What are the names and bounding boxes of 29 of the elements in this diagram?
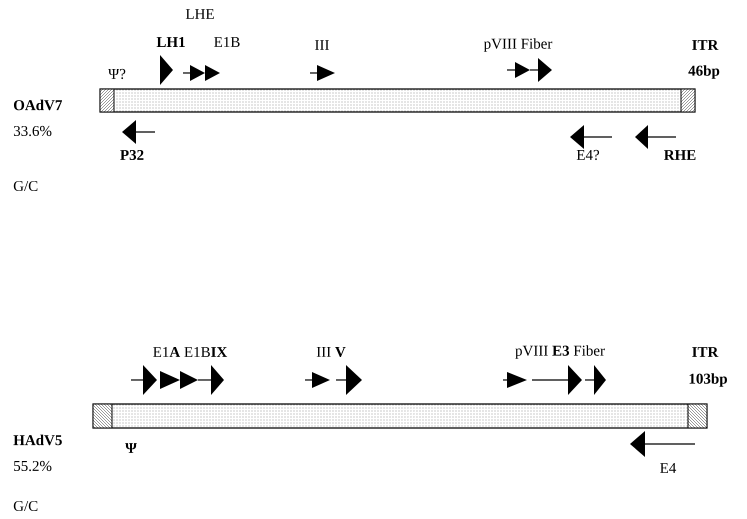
gene-label: III V (316, 346, 346, 357)
gene-label: 33.6% (14, 126, 52, 136)
gene-label: P32 (120, 150, 144, 160)
gene-label: HAdV5 (13, 434, 62, 446)
gene-label: 103bp (690, 373, 727, 387)
gene-label: RHE (664, 150, 696, 160)
gene-label: G/C (14, 180, 38, 192)
gene-label: Ψ (125, 443, 137, 453)
gene-label: III (315, 40, 329, 50)
gene-label: pVIII E3 Fiber (515, 345, 605, 359)
gene-label: OAdV7 (14, 100, 62, 110)
gene-label: 46bp (688, 65, 720, 79)
genome-bar (92, 403, 112, 428)
gene-label: ITR (692, 40, 718, 50)
gene-label: ITR (692, 347, 718, 357)
gene-label: E1A E1BIX (153, 347, 228, 357)
genome-bar (688, 403, 708, 428)
gene-label: LHE (186, 9, 214, 19)
genome-bar (100, 88, 114, 112)
gene-label: pVIII Fiber (484, 38, 552, 52)
gene-label: G/C (14, 500, 38, 512)
genome-bar (92, 403, 708, 429)
gene-label: LH1 (156, 37, 185, 47)
gene-label: E4 (660, 463, 676, 473)
gene-label: 55.2% (14, 460, 52, 472)
gene-label: E4? (576, 150, 600, 160)
genome-bar (680, 88, 696, 112)
genome-bar (99, 88, 696, 113)
gene-label: E1B (214, 37, 240, 47)
